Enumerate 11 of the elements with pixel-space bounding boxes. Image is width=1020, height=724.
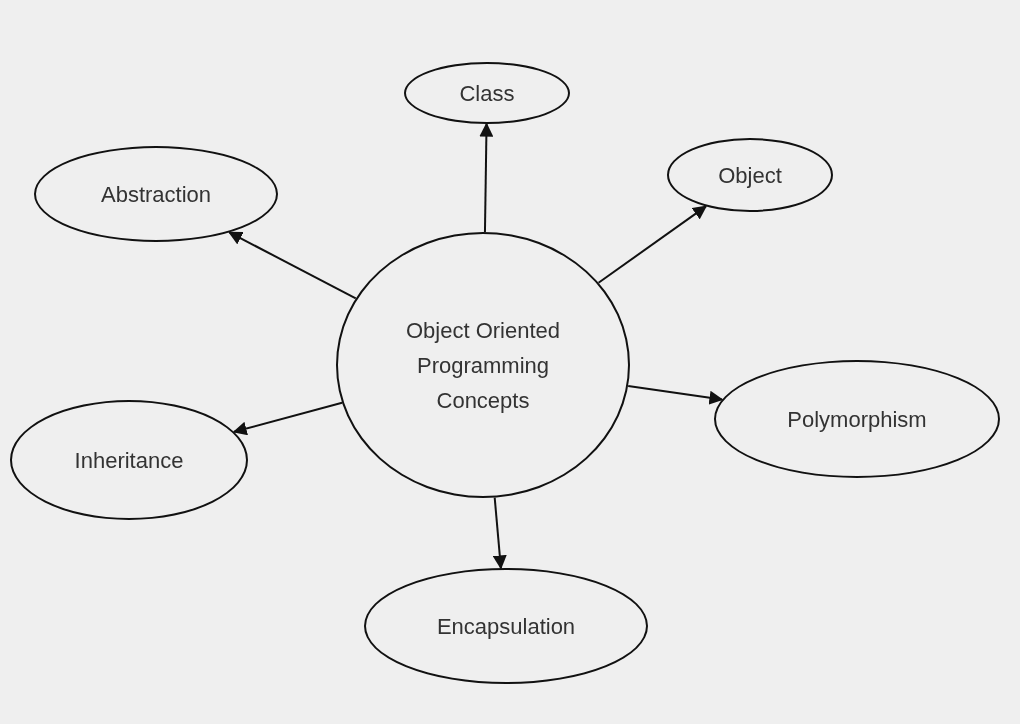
node-label: Object Oriented Programming Concepts [404,316,562,415]
arrow [479,122,494,233]
arrow [627,384,724,405]
node-label: Inheritance [74,446,184,475]
node-label: Abstraction [100,180,212,209]
node-label: Polymorphism [787,405,927,434]
node-label: Class [459,79,515,108]
arrow [228,231,357,300]
node-label: Object [718,161,782,190]
node-label: Encapsulation [436,612,576,641]
arrow [492,496,507,570]
